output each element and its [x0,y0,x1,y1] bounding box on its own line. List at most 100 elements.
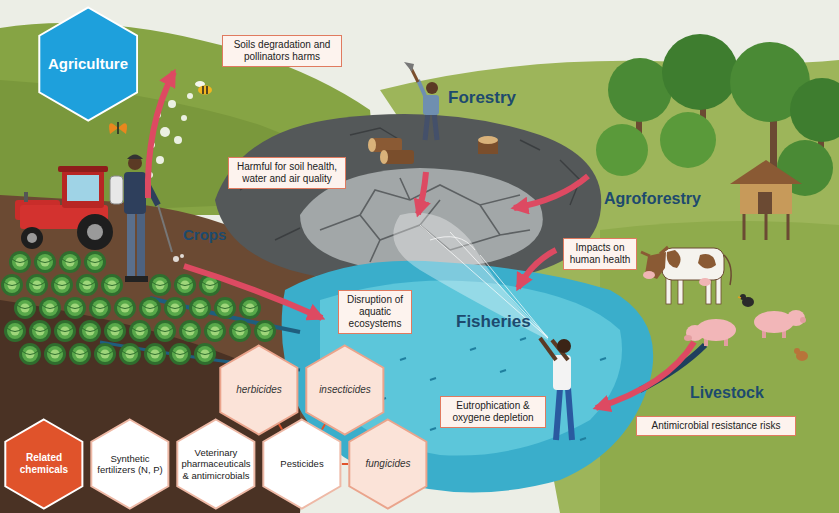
forester [368,62,498,164]
cabbage-rows [34,251,56,273]
tractor [77,214,113,250]
cabbage-rows [114,297,136,319]
cabbage-rows [19,343,41,365]
forester [425,112,437,140]
tractor [58,166,108,172]
node-text: Eutrophication & oxygene depletion [446,400,540,424]
cow [641,247,731,304]
cabbage-rows [189,297,211,319]
cabbage-rows [104,320,126,342]
cow [662,248,724,280]
hexagon-outline [306,345,383,434]
impact-arrows [518,250,556,288]
tractor [27,233,37,243]
spray-mist [187,93,193,99]
cow [643,271,655,279]
spray-mist [174,136,182,144]
impact-arrows [148,72,694,408]
lake [380,338,606,440]
forester [426,82,438,94]
impact-arrows [514,176,588,208]
node-text: Antimicrobial resistance risks [642,420,790,432]
tractor [87,224,103,240]
cabbage-rows [44,343,66,365]
cabbage-rows [239,297,261,319]
cabbage-rows [51,274,73,296]
cabbage-rows [9,251,31,273]
cabbage-rows [194,343,216,365]
connector-line [279,424,282,429]
chickens [740,294,746,300]
cabbage-rows [139,297,161,319]
cabbage-rows [204,320,226,342]
butterfly [117,122,119,134]
cow [698,254,716,268]
spray-mist [181,115,187,121]
cabbage-rows [144,343,166,365]
house [730,160,802,240]
cabbage-rows [14,297,36,319]
cabbage-rows [164,297,186,319]
hexagon-outline [177,420,254,509]
area-label: Crops [183,226,226,243]
impact-callout: Soils degradation and pollinators harms [222,35,342,67]
fisher [556,388,572,440]
farmer [124,172,146,214]
cabbage-rows [26,274,48,296]
bee [198,86,212,95]
impact-callout: Antimicrobial resistance risks [636,416,796,436]
impact-arrows [184,266,322,318]
sector-hexagon: Agriculture [38,6,138,122]
tractor [15,166,113,250]
bee [203,86,207,94]
node-text: fungicides [352,458,424,470]
node-text: Pesticides [266,458,338,469]
farmer [127,212,135,278]
farmer [110,176,123,204]
butterfly [109,122,127,134]
tractor [21,227,43,249]
chemical-hexagon: Synthetic fertilizers (N, P) [90,418,170,510]
spray-mist [168,100,176,108]
cabbage-rows [94,343,116,365]
cabbage-rows [229,320,251,342]
node-text: Harmful for soil health, water and air q… [234,161,340,185]
cabbage-rows [64,297,86,319]
pigs [787,310,805,326]
house [730,160,802,184]
cabbage-rows [254,320,276,342]
spray-mist [160,127,170,137]
impact-arrows [418,172,426,214]
farmer [137,212,145,278]
cabbage-rows [169,343,191,365]
tractor [62,170,104,208]
chemical-type-hexagon: herbicides [219,344,299,436]
chemical-type-hexagon: fungicides [348,418,428,510]
cabbage-rows [149,274,171,296]
pigs [800,317,806,323]
chickens [738,294,808,361]
cow [724,255,731,285]
node-text: Disruption of aquatic ecosystems [344,294,406,330]
forester [372,138,402,152]
trees [596,124,648,176]
area-label: Livestock [690,384,764,402]
node-text: Impacts on human health [569,242,631,266]
impact-arrows [596,342,694,408]
spray-mist [180,254,184,258]
hexagon-outline [39,8,137,121]
forester [404,62,414,72]
chemical-hexagon: Veterinary pharmaceuticals & antimicrobi… [176,418,256,510]
cabbage-rows [1,274,23,296]
impact-arrows [148,72,174,198]
chemicals-hexagon: Related chemicals [4,418,84,510]
hexagon-outline [91,420,168,509]
area-label: Fisheries [456,312,531,332]
cabbage-rows [4,320,26,342]
cabbage-rows [179,320,201,342]
cabbage-rows [129,320,151,342]
farmer [110,155,172,283]
